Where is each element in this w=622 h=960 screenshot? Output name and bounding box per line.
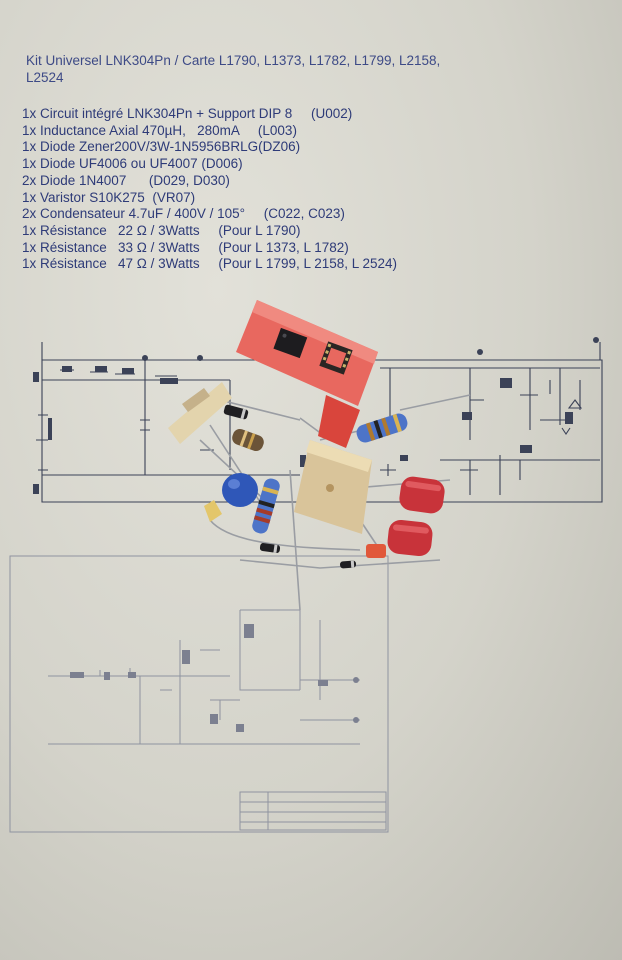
varistor-disc xyxy=(222,473,258,507)
diode-left xyxy=(223,404,249,420)
cardboard-strip xyxy=(168,382,232,444)
document-title: Kit Universel LNK304Pn / Carte L1790, L1… xyxy=(26,52,566,86)
part-item: 1x Inductance Axial 470µH, 280mA (L003) xyxy=(22,122,297,138)
inductor-axial xyxy=(232,428,264,452)
lower-schematic xyxy=(9,555,389,833)
heatsink-block xyxy=(294,440,372,534)
lower-schematic-marks xyxy=(70,624,359,732)
part-item: 1x Varistor S10K275 (VR07) xyxy=(22,189,196,205)
title-line-1: Kit Universel LNK304Pn / Carte L1790, L1… xyxy=(26,53,441,68)
part-item: 2x Condensateur 4.7uF / 400V / 105° (C02… xyxy=(22,206,345,222)
parts-list: 1x Circuit intégré LNK304Pn + Support DI… xyxy=(22,106,582,273)
part-item: 1x Diode UF4006 ou UF4007 (D006) xyxy=(22,156,243,172)
foam-with-ic xyxy=(236,300,378,448)
part-item: 2x Diode 1N4007 (D029, D030) xyxy=(22,172,230,188)
diode-bottom xyxy=(259,543,281,553)
part-item: 1x Diode Zener200V/3W-1N5956BRLG(DZ06) xyxy=(22,139,301,155)
upper-schematic-symbols xyxy=(33,337,599,494)
title-line-2: L2524 xyxy=(26,70,64,85)
diode-bottom-right xyxy=(340,560,357,569)
capacitor-lower xyxy=(387,519,433,557)
upper-schematic xyxy=(36,342,603,503)
part-item: 1x Résistance 33 Ω / 3Watts (Pour L 1373… xyxy=(22,239,349,255)
part-item: 1x Résistance 47 Ω / 3Watts (Pour L 1799… xyxy=(22,256,398,272)
small-yellow-part xyxy=(204,500,222,522)
resistor-lower xyxy=(252,478,280,534)
zener-diode-orange xyxy=(366,544,386,558)
part-item: 1x Circuit intégré LNK304Pn + Support DI… xyxy=(22,106,353,121)
part-item: 1x Résistance 22 Ω / 3Watts (Pour L 1790… xyxy=(22,222,301,238)
resistor-right xyxy=(356,413,408,443)
capacitor-upper xyxy=(399,476,445,514)
